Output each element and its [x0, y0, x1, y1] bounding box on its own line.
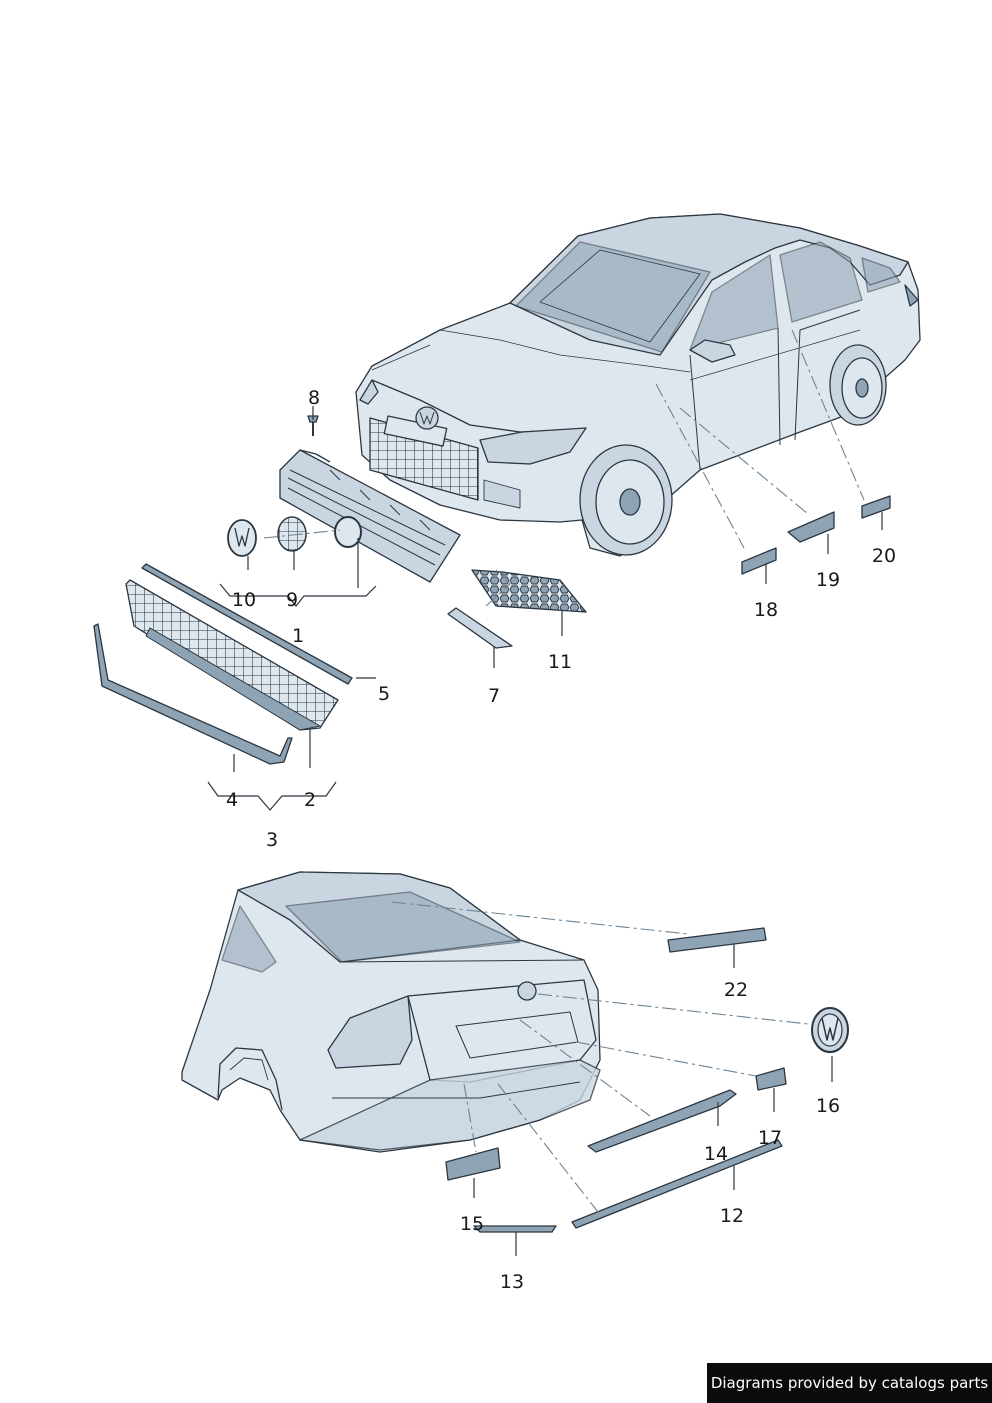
lower-trim-part-4 — [93, 623, 293, 765]
callout-19: 19 — [816, 569, 840, 591]
callout-16: 16 — [816, 1095, 840, 1117]
callout-7: 7 — [488, 685, 500, 707]
rear-car-illustration — [181, 871, 601, 1153]
front-parts — [93, 415, 891, 765]
callout-12: 12 — [720, 1205, 744, 1227]
headlight — [479, 427, 587, 465]
sticker-part-17 — [755, 1067, 787, 1091]
strip-part-22 — [667, 927, 767, 953]
callout-13: 13 — [500, 1271, 524, 1293]
sticker-part-19 — [787, 511, 835, 543]
front-wheel — [579, 444, 673, 556]
upper-grille-part-1 — [279, 449, 461, 583]
side-mirror — [689, 339, 736, 363]
trim-part-14 — [587, 1089, 737, 1153]
tail-light — [327, 995, 413, 1069]
lower-grille-part-2 — [125, 579, 339, 731]
callout-2: 2 — [304, 789, 316, 811]
callout-4: 4 — [226, 789, 238, 811]
callout-labels: 8 10 9 1 5 4 2 3 7 11 18 19 20 22 16 17 … — [226, 387, 896, 1293]
callout-18: 18 — [754, 599, 778, 621]
front-leader-lines — [207, 406, 883, 811]
side-rear-window — [221, 905, 277, 973]
callout-8: 8 — [308, 387, 320, 409]
trim-part-13 — [473, 1225, 557, 1233]
callout-1: 1 — [292, 625, 304, 647]
callout-17: 17 — [758, 1127, 782, 1149]
callout-3: 3 — [266, 829, 278, 851]
strip-part-12 — [571, 1139, 783, 1229]
windshield — [515, 241, 711, 353]
trim-part-7 — [447, 607, 513, 649]
callout-14: 14 — [704, 1143, 728, 1165]
rear-emblem-part-16 — [811, 1007, 849, 1053]
rear-window — [285, 891, 521, 963]
rear-door-window — [779, 241, 863, 323]
sticker-part-18 — [741, 547, 777, 575]
callout-9: 9 — [286, 589, 298, 611]
sticker-part-20 — [861, 495, 891, 519]
rear-leader-lines — [473, 944, 833, 1256]
rear-wheel — [829, 344, 887, 426]
callout-11: 11 — [548, 651, 572, 673]
front-car-illustration — [355, 213, 921, 557]
callout-15: 15 — [460, 1213, 484, 1235]
emblem-insert-part-9 — [277, 516, 307, 552]
callout-5: 5 — [378, 683, 390, 705]
front-door-window — [689, 254, 779, 351]
attribution-footer: Diagrams provided by catalogs parts — [707, 1363, 992, 1403]
side-grille-part-11 — [471, 569, 587, 613]
callout-22: 22 — [724, 979, 748, 1001]
rear-parts — [445, 927, 849, 1233]
attribution-text: Diagrams provided by catalogs parts — [710, 1374, 989, 1392]
rear-dash-leaders — [391, 901, 809, 1213]
front-dash-leaders — [263, 329, 865, 607]
callout-20: 20 — [872, 545, 896, 567]
callout-10: 10 — [232, 589, 256, 611]
trim-strip-part-5 — [141, 563, 353, 685]
sticker-part-15 — [445, 1147, 501, 1181]
front-emblem-part-10 — [227, 519, 257, 557]
